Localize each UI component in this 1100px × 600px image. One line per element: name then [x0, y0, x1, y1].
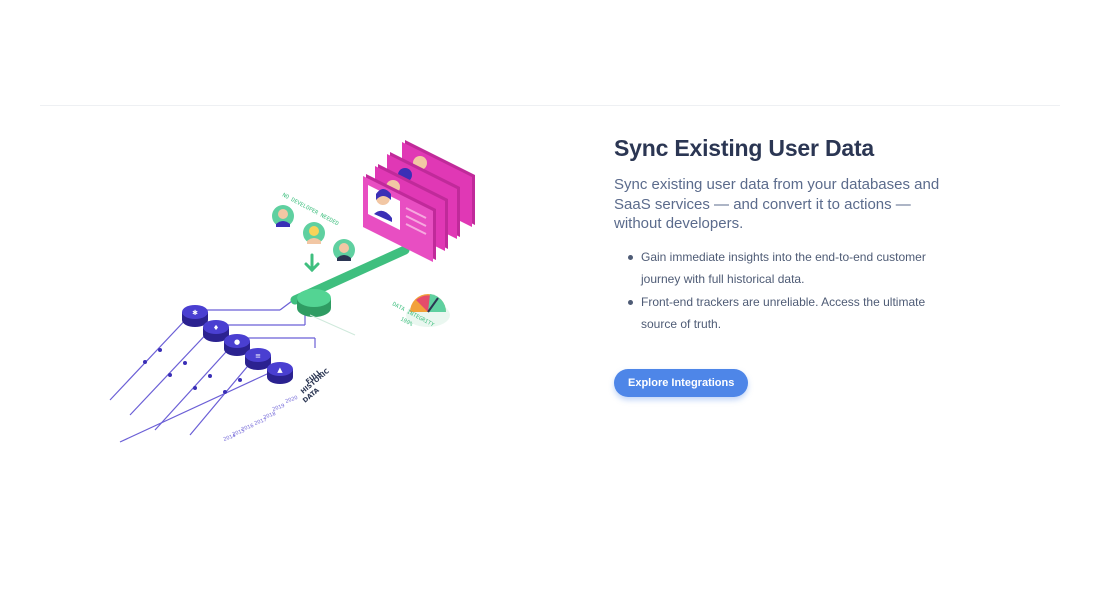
- developer-avatars: [272, 205, 355, 261]
- integration-pucks: ✱ ♦ ● ≡: [182, 305, 293, 384]
- user-profile-cards: [363, 140, 475, 262]
- puck-1: ✱: [182, 305, 208, 327]
- year-label: 2017: [254, 417, 268, 427]
- explore-integrations-button[interactable]: Explore Integrations: [614, 368, 749, 397]
- section-lead: Sync existing user data from your databa…: [614, 176, 940, 232]
- avatar-1: [272, 205, 294, 227]
- year-label: 2020: [285, 395, 299, 405]
- profile-card-1: [363, 174, 436, 262]
- year-label: 2019: [272, 403, 286, 413]
- bullet-icon: [628, 299, 633, 305]
- svg-text:≡: ≡: [255, 352, 261, 360]
- puck-3: ●: [224, 334, 250, 356]
- benefit-list: Gain immediate insights into the end-to-…: [614, 246, 964, 336]
- svg-text:●: ●: [234, 338, 240, 346]
- avatar-2: [303, 222, 325, 244]
- section-content: Sync Existing User Data Sync existing us…: [614, 133, 964, 397]
- list-item-text: Gain immediate insights into the end-to-…: [641, 249, 926, 287]
- year-label: 2018: [263, 411, 277, 421]
- data-integrity-gauge: [406, 294, 450, 327]
- sync-data-illustration: ✱ ♦ ● ≡: [109, 140, 475, 443]
- down-arrow-icon: [304, 253, 320, 273]
- svg-text:✱: ✱: [192, 309, 198, 317]
- list-item: Gain immediate insights into the end-to-…: [628, 246, 951, 291]
- svg-text:▲: ▲: [277, 366, 283, 374]
- data-integrity-value: 100%: [399, 316, 414, 328]
- puck-5: ▲: [267, 362, 293, 384]
- puck-4: ≡: [245, 348, 271, 370]
- puck-2: ♦: [203, 320, 229, 342]
- stream-arrows: [143, 348, 242, 394]
- year-label: 2015: [232, 428, 246, 438]
- avatar-3: [333, 239, 355, 261]
- svg-text:♦: ♦: [213, 324, 219, 332]
- year-label: 2016: [241, 423, 255, 433]
- year-label: 2014: [223, 433, 237, 443]
- section-title: Sync Existing User Data: [614, 135, 875, 161]
- section-divider: [40, 105, 1060, 106]
- list-item-text: Front-end trackers are unreliable. Acces…: [641, 294, 926, 332]
- list-item: Front-end trackers are unreliable. Acces…: [628, 291, 951, 336]
- bullet-icon: [628, 254, 633, 260]
- sync-hub: [290, 245, 410, 336]
